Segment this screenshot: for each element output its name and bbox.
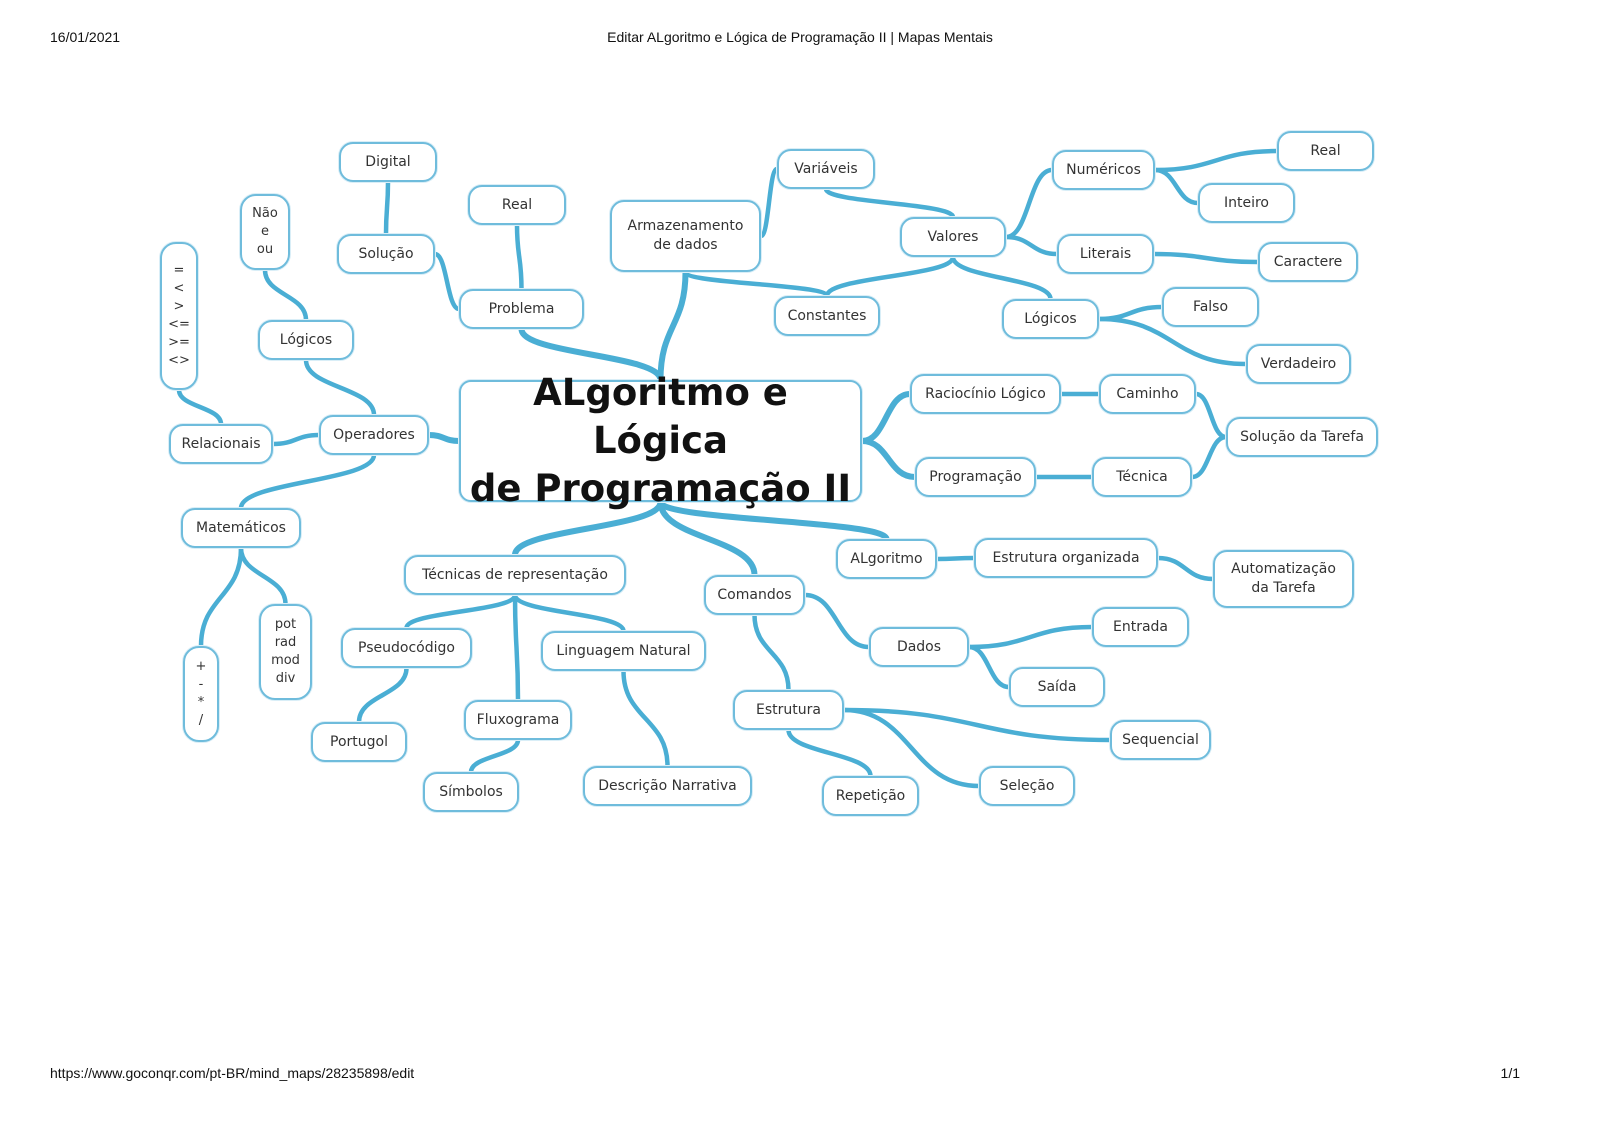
print-page-number: 1/1 (1500, 1065, 1520, 1081)
mind-map-node-saida[interactable]: Saída (1009, 667, 1105, 707)
connector-operadores-matematicos (238, 452, 377, 511)
mind-map-node-logicos2[interactable]: Lógicos (1002, 299, 1099, 339)
connector-armazen-constantes (683, 269, 830, 299)
mind-map-node-sequencial[interactable]: Sequencial (1110, 720, 1211, 760)
mind-map-node-falso[interactable]: Falso (1162, 287, 1259, 327)
connector-problema-solucao (432, 251, 462, 312)
connector-numericos-real2 (1152, 148, 1280, 173)
connector-caminho-soltarefa (1193, 391, 1229, 440)
connector-matematicos-mathops (198, 545, 244, 649)
connector-estorg-automat (1155, 555, 1216, 582)
mind-map-node-operadores[interactable]: Operadores (319, 415, 429, 455)
connector-dados-saida (966, 644, 1012, 690)
mind-map-node-armazen[interactable]: Armazenamento de dados (610, 200, 761, 272)
mind-map-node-dados[interactable]: Dados (869, 627, 969, 667)
mind-map-node-soltarefa[interactable]: Solução da Tarefa (1226, 417, 1378, 457)
mind-map-node-estorg[interactable]: Estrutura organizada (974, 538, 1158, 578)
connector-problema-real1 (514, 222, 524, 292)
connector-central-algoritmo (657, 499, 890, 542)
connector-algoritmo-estorg (934, 555, 977, 562)
mind-map-node-portugol[interactable]: Portugol (311, 722, 407, 762)
mind-map-node-pseudo[interactable]: Pseudocódigo (341, 628, 472, 668)
print-title: Editar ALgoritmo e Lógica de Programação… (607, 29, 993, 45)
mind-map-node-algoritmo[interactable]: ALgoritmo (836, 539, 937, 579)
mind-map-node-naoeou[interactable]: Não e ou (240, 194, 290, 270)
mind-map-node-linguagem[interactable]: Linguagem Natural (541, 631, 706, 671)
connector-central-problema (518, 326, 664, 383)
mind-map-node-digital[interactable]: Digital (339, 142, 437, 182)
mind-map-node-programacao[interactable]: Programação (915, 457, 1036, 497)
connector-variaveis-valores (823, 186, 956, 220)
mind-map-node-matematicos[interactable]: Matemáticos (181, 508, 301, 548)
mind-map-node-mathops[interactable]: + - * / (183, 646, 219, 742)
connector-tecnicas-pseudo (404, 592, 518, 631)
mind-map-node-literais[interactable]: Literais (1057, 234, 1154, 274)
connector-valores-numericos (1003, 167, 1055, 240)
mind-map-node-constantes[interactable]: Constantes (774, 296, 880, 336)
connector-literais-caractere (1151, 251, 1261, 265)
connector-dados-entrada (966, 624, 1095, 650)
mind-map-node-logicos1[interactable]: Lógicos (258, 320, 354, 360)
connector-central-tecnicas (512, 499, 664, 558)
connector-central-comandos (657, 499, 758, 578)
connector-solucao-digital (383, 179, 391, 237)
connector-comandos-dados (802, 592, 872, 650)
mind-map-node-numericos[interactable]: Numéricos (1052, 150, 1155, 190)
print-date: 16/01/2021 (50, 29, 121, 45)
connector-comandos-estrutura (752, 612, 791, 693)
mind-map-node-estrutura[interactable]: Estrutura (733, 690, 844, 730)
connector-valores-literais (1003, 234, 1060, 257)
mind-map-node-verdadeiro[interactable]: Verdadeiro (1246, 344, 1351, 384)
mind-map-node-mathops2[interactable]: pot rad mod div (259, 604, 312, 700)
mind-map-node-inteiro[interactable]: Inteiro (1198, 183, 1295, 223)
mind-map-node-automat[interactable]: Automatização da Tarefa (1213, 550, 1354, 608)
connector-valores-logicos2 (950, 254, 1053, 302)
mind-map-node-fluxograma[interactable]: Fluxograma (464, 700, 572, 740)
connector-estrutura-selecao (841, 707, 982, 789)
connector-operadores-relacionais (270, 432, 322, 447)
connector-central-raciocinio (859, 391, 913, 444)
mind-map-node-variaveis[interactable]: Variáveis (777, 149, 875, 189)
connector-relacionais-relops (176, 387, 224, 427)
connector-central-operadores (426, 432, 462, 444)
connector-tecnicas-fluxograma (512, 592, 521, 703)
mind-map-node-caractere[interactable]: Caractere (1258, 242, 1358, 282)
connector-central-armazen (657, 269, 689, 383)
print-url: https://www.goconqr.com/pt-BR/mind_maps/… (50, 1065, 415, 1081)
connector-numericos-inteiro (1152, 167, 1201, 206)
mind-map-node-raciocinio[interactable]: Raciocínio Lógico (910, 374, 1061, 414)
connector-matematicos-mathops2 (238, 545, 288, 607)
mind-map-node-relops[interactable]: = < > <= >= <> (160, 242, 198, 390)
connector-estrutura-sequencial (841, 707, 1113, 743)
mind-map-node-caminho[interactable]: Caminho (1099, 374, 1196, 414)
mind-map-node-descricao[interactable]: Descrição Narrativa (583, 766, 752, 806)
mind-map-node-relacionais[interactable]: Relacionais (169, 424, 273, 464)
connector-operadores-logicos1 (303, 357, 377, 418)
connector-pseudo-portugol (356, 665, 409, 725)
connector-logicos2-verdadeiro (1096, 316, 1249, 367)
connector-linguagem-descricao (621, 668, 670, 769)
mind-map-node-problema[interactable]: Problema (459, 289, 584, 329)
mind-map-node-tecnica[interactable]: Técnica (1092, 457, 1192, 497)
connector-constantes-valores (824, 254, 956, 299)
mind-map-node-real2[interactable]: Real (1277, 131, 1374, 171)
connector-estrutura-repeticao (786, 727, 873, 779)
connector-tecnica-soltarefa (1189, 434, 1229, 480)
connector-logicos1-naoeou (262, 267, 309, 323)
connector-tecnicas-linguagem (512, 592, 626, 634)
central-topic-node[interactable]: ALgoritmo e Lógica de Programação II (459, 371, 862, 510)
mind-map-node-tecnicas[interactable]: Técnicas de representação (404, 555, 626, 595)
mind-map-node-entrada[interactable]: Entrada (1092, 607, 1189, 647)
mind-map-node-valores[interactable]: Valores (900, 217, 1006, 257)
mind-map-node-real1[interactable]: Real (468, 185, 566, 225)
mind-map-node-comandos[interactable]: Comandos (704, 575, 805, 615)
mind-map-node-solucao[interactable]: Solução (337, 234, 435, 274)
mind-map-node-selecao[interactable]: Seleção (979, 766, 1075, 806)
connector-fluxograma-simbolos (468, 737, 521, 775)
mind-map-node-simbolos[interactable]: Símbolos (423, 772, 519, 812)
connector-central-programacao (859, 438, 918, 480)
connector-armazen-variaveis (758, 166, 780, 239)
mind-map-node-repeticao[interactable]: Repetição (822, 776, 919, 816)
